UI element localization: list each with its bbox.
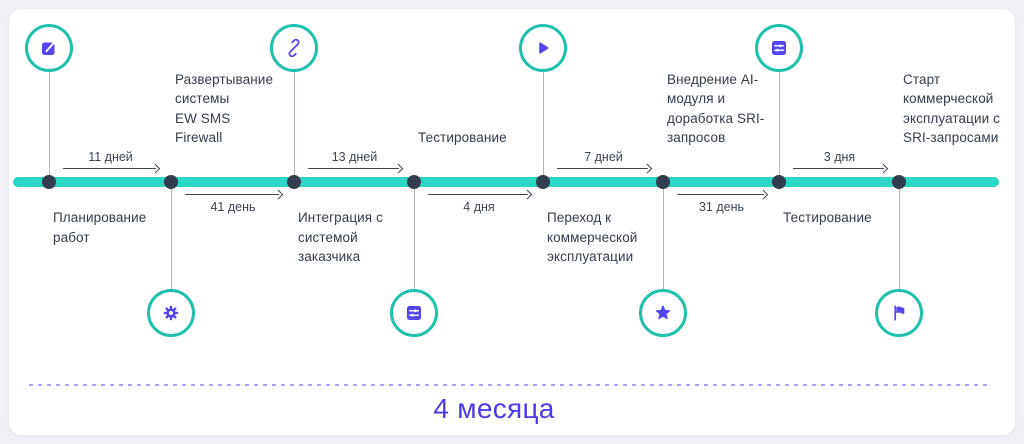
milestone-circle (874, 288, 923, 337)
interval-arrow (677, 191, 766, 198)
milestone-circle (146, 288, 195, 337)
timeline-card: Планирование работ Развертывание системы … (8, 8, 1016, 436)
milestone-circle (269, 23, 318, 72)
interval-label: 3 дня (823, 150, 856, 164)
interval-arrow (428, 191, 530, 198)
timeline-node-dot (892, 175, 906, 189)
interval-arrow (185, 191, 281, 198)
timeline-node-dot (772, 175, 786, 189)
play-icon (533, 38, 553, 58)
interval-label: 11 дней (88, 150, 133, 164)
star-icon (653, 303, 673, 323)
timeline-node-dot (164, 175, 178, 189)
milestone-circle (518, 23, 567, 72)
milestone-label: Интеграция с системой заказчика (298, 210, 383, 265)
milestone-label: Развертывание системы EW SMS Firewall (175, 71, 274, 146)
interval: 3 дня (793, 150, 886, 170)
connector-line (542, 48, 544, 182)
connector-line (170, 182, 172, 313)
interval: 7 дней (557, 150, 650, 170)
dotted-divider (29, 384, 989, 386)
interval-arrow (308, 165, 401, 172)
milestone-circle (754, 23, 803, 72)
connector-line (898, 182, 900, 313)
interval-label: 31 день (698, 200, 745, 214)
connector-line (293, 48, 295, 182)
timeline-node-dot (656, 175, 670, 189)
interval: 4 дня (428, 191, 530, 215)
interval-label: 4 дня (463, 200, 495, 214)
timeline-node-dot (407, 175, 421, 189)
gear-icon (161, 303, 181, 323)
timeline-node-dot (42, 175, 56, 189)
milestone-label: Старт коммерческой эксплуатации с SRI-за… (903, 71, 1000, 146)
interval-label: 7 дней (584, 150, 623, 164)
milestone-circle (638, 288, 687, 337)
interval: 13 дней (308, 150, 401, 170)
timeline-node-dot (287, 175, 301, 189)
sliders-icon (769, 38, 789, 58)
connector-line (48, 48, 50, 182)
connector-line (662, 182, 664, 313)
milestone-label: Переход к коммерческой эксплуатации (547, 210, 638, 265)
interval-label: 41 день (210, 200, 256, 214)
timeline: Планирование работ Развертывание системы … (9, 9, 1015, 435)
flag-icon (889, 303, 909, 323)
connector-line (778, 48, 780, 182)
milestone-circle (389, 288, 438, 337)
link-icon (284, 38, 304, 58)
edit-icon (39, 38, 59, 58)
connector-line (413, 182, 415, 313)
interval: 11 дней (63, 150, 158, 170)
milestone-label: Тестирование (783, 210, 872, 225)
total-duration-label: 4 месяца (433, 393, 555, 424)
interval-label: 13 дней (331, 150, 378, 164)
sliders-icon (404, 303, 424, 323)
timeline-bar (13, 177, 999, 187)
interval-arrow (63, 165, 158, 172)
interval: 31 день (677, 191, 766, 215)
milestone-circle (24, 23, 73, 72)
interval: 41 день (185, 191, 281, 215)
timeline-node-dot (536, 175, 550, 189)
milestone-label: Внедрение AI- модуля и доработка SRI- за… (667, 71, 765, 146)
interval-arrow (793, 165, 886, 172)
interval-arrow (557, 165, 650, 172)
milestone-label: Тестирование (418, 130, 507, 146)
milestone-label: Планирование работ (53, 210, 147, 245)
